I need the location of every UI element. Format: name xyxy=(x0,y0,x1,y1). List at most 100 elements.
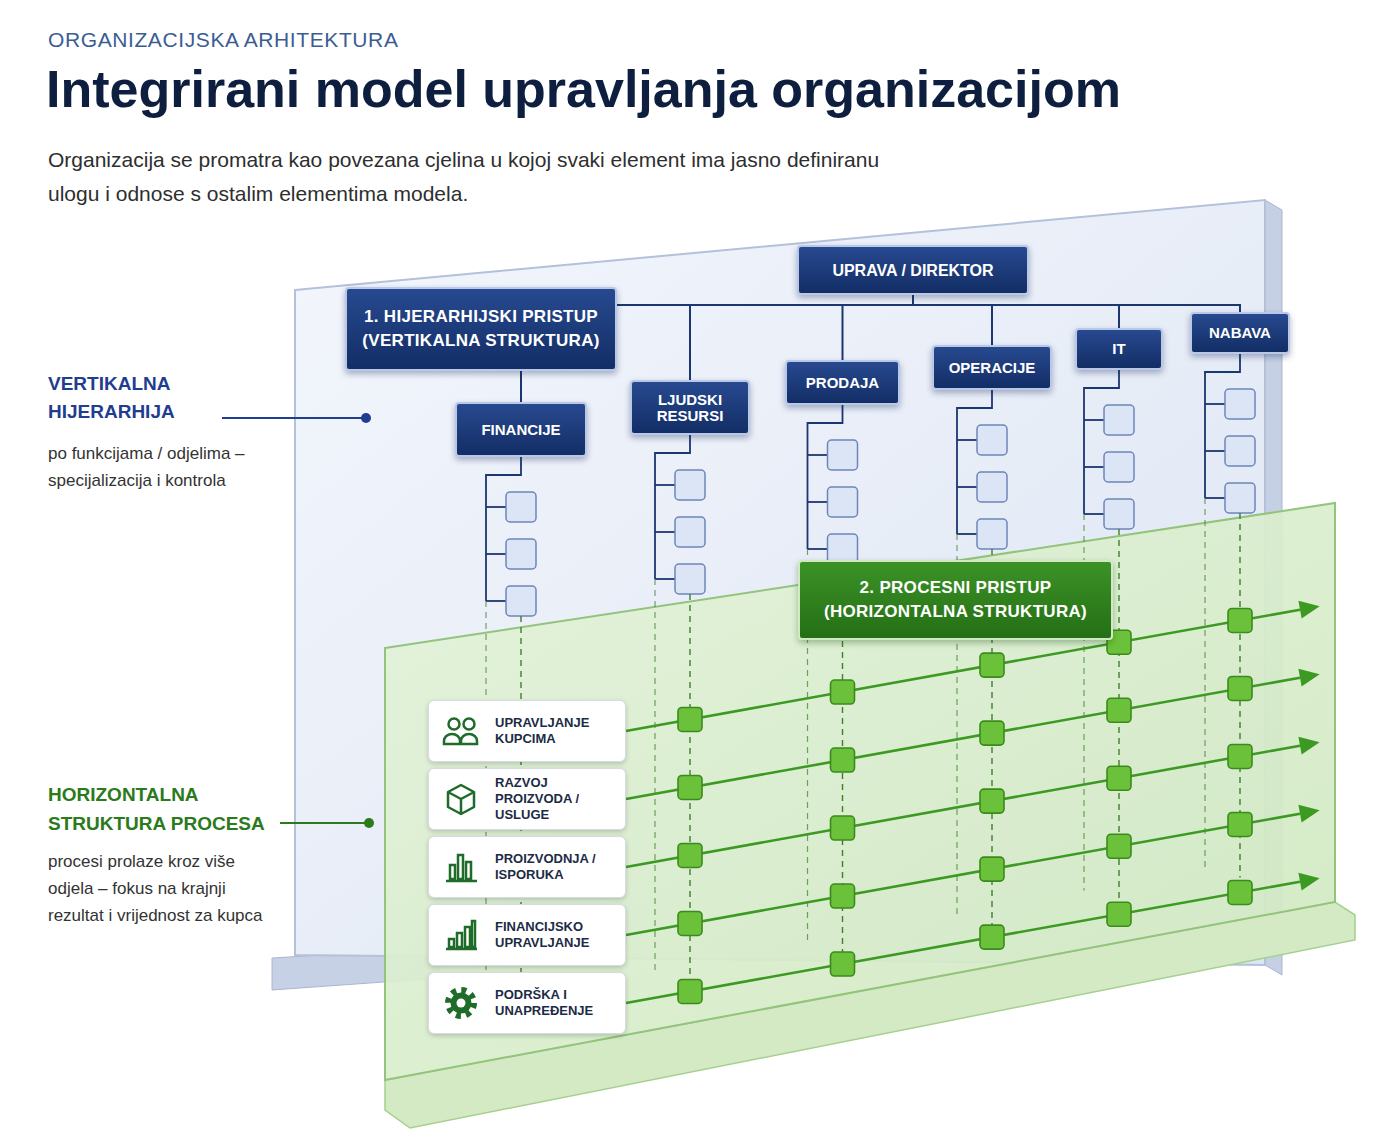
process-box: RAZVOJ PROIZVODA / USLUGE xyxy=(428,768,626,830)
process-box: UPRAVLJANJE KUPCIMA xyxy=(428,700,626,762)
department-box: PRODAJA xyxy=(785,360,900,405)
subunit-square xyxy=(977,425,1007,455)
process-step-square xyxy=(831,748,855,772)
node-text: FINANCIJE xyxy=(481,422,560,438)
process-step-square xyxy=(1228,608,1252,632)
node-text: PROIZVODNJA / ISPORUKA xyxy=(495,851,619,883)
text-group: FINANCIJE xyxy=(481,422,560,438)
text-group: PROIZVODNJA / ISPORUKA xyxy=(495,851,619,883)
text-group: PODRŠKA I UNAPREĐENJE xyxy=(495,987,619,1019)
hierarchy-connector xyxy=(913,295,1119,328)
subunit-square xyxy=(977,472,1007,502)
process-flow-line xyxy=(626,678,1300,799)
department-box: IT xyxy=(1075,328,1163,370)
process-step-square xyxy=(678,707,702,731)
section-heading: 1. HIJERARHIJSKI PRISTUP (VERTIKALNA STR… xyxy=(345,287,617,371)
subunit-square xyxy=(1104,405,1134,435)
subunit-tick xyxy=(1084,419,1104,421)
process-flow-line xyxy=(626,746,1300,867)
text-group: 2. PROCESNI PRISTUP (HORIZONTALNA STRUKT… xyxy=(812,576,1099,624)
leader-dot xyxy=(361,413,371,423)
node-text: LJUDSKI RESURSI xyxy=(640,392,740,424)
department-box: FINANCIJE xyxy=(455,402,587,457)
process-step-square xyxy=(678,911,702,935)
node-text: IT xyxy=(1112,341,1125,357)
subunit-tick xyxy=(486,553,506,555)
subunit-square xyxy=(1225,483,1255,513)
process-flow-line xyxy=(626,882,1300,1003)
process-step-square xyxy=(678,843,702,867)
process-step-square xyxy=(1107,902,1131,926)
process-flow-line xyxy=(626,814,1300,935)
flow-arrow-head xyxy=(1298,873,1319,891)
front-panel xyxy=(385,503,1335,1080)
subunit-tick xyxy=(1084,466,1104,468)
node-text: PRODAJA xyxy=(806,375,879,391)
node-text: RAZVOJ PROIZVODA / USLUGE xyxy=(495,775,619,823)
subunit-square xyxy=(977,519,1007,549)
process-step-square xyxy=(1228,676,1252,700)
node-text: FINANCIJSKO UPRAVLJANJE xyxy=(495,919,619,951)
process-step-square xyxy=(980,857,1004,881)
process-step-square xyxy=(831,816,855,840)
process-step-square xyxy=(831,884,855,908)
dashed-column xyxy=(654,579,655,972)
subunit-square xyxy=(675,470,705,500)
subunit-square xyxy=(506,539,536,569)
flow-arrow-head xyxy=(1298,805,1319,823)
subunit-tick xyxy=(808,548,828,550)
subunit-square xyxy=(1104,452,1134,482)
subunit-tick xyxy=(957,439,977,441)
subunit-spine xyxy=(655,435,690,579)
node-text: UPRAVLJANJE KUPCIMA xyxy=(495,715,619,747)
process-step-square xyxy=(1228,880,1252,904)
subunit-tick xyxy=(808,501,828,503)
subunit-spine xyxy=(486,457,521,601)
subunit-tick xyxy=(655,484,675,486)
process-step-square xyxy=(831,952,855,976)
text-group: LJUDSKI RESURSI xyxy=(640,392,740,424)
text-group: IT xyxy=(1112,341,1125,357)
subunit-square xyxy=(675,517,705,547)
leader-dot xyxy=(364,818,374,828)
subunit-tick xyxy=(808,454,828,456)
node-text: UPRAVA / DIREKTOR xyxy=(832,261,993,280)
process-step-square xyxy=(1107,698,1131,722)
subunit-tick xyxy=(1084,513,1104,515)
process-step-square xyxy=(980,721,1004,745)
management-box: UPRAVA / DIREKTOR xyxy=(797,245,1029,295)
callout-note: procesi prolaze kroz više odjela – fokus… xyxy=(48,848,284,929)
subunit-tick xyxy=(486,506,506,508)
node-text: PODRŠKA I UNAPREĐENJE xyxy=(495,987,619,1019)
process-step-square xyxy=(1107,766,1131,790)
text-group: OPERACIJE xyxy=(949,360,1036,376)
subunit-square xyxy=(828,440,858,470)
text-group: NABAVA xyxy=(1209,325,1271,341)
node-text: NABAVA xyxy=(1209,325,1271,341)
process-step-square xyxy=(1107,834,1131,858)
subunit-square xyxy=(506,586,536,616)
flow-arrow-head xyxy=(1298,601,1319,619)
process-step-square xyxy=(980,789,1004,813)
kicker-label: ORGANIZACIJSKA ARHITEKTURA xyxy=(48,26,688,54)
process-step-square xyxy=(1228,744,1252,768)
subunit-square xyxy=(1104,499,1134,529)
flow-arrow-head xyxy=(1298,737,1319,755)
dashed-column xyxy=(1204,498,1205,868)
process-box: PROIZVODNJA / ISPORUKA xyxy=(428,836,626,898)
hierarchy-connector xyxy=(843,295,914,360)
subunit-tick xyxy=(1205,497,1225,499)
subunit-tick xyxy=(957,486,977,488)
node-text: OPERACIJE xyxy=(949,360,1036,376)
process-step-square xyxy=(1228,812,1252,836)
diagram-caption: Organizacija se promatra kao povezana cj… xyxy=(48,143,908,211)
text-group: RAZVOJ PROIZVODA / USLUGE xyxy=(495,775,619,823)
subunit-tick xyxy=(1205,450,1225,452)
text-group: UPRAVA / DIREKTOR xyxy=(832,261,993,280)
leader-line xyxy=(280,822,365,824)
process-step-square xyxy=(678,979,702,1003)
subunit-spine xyxy=(808,405,843,549)
